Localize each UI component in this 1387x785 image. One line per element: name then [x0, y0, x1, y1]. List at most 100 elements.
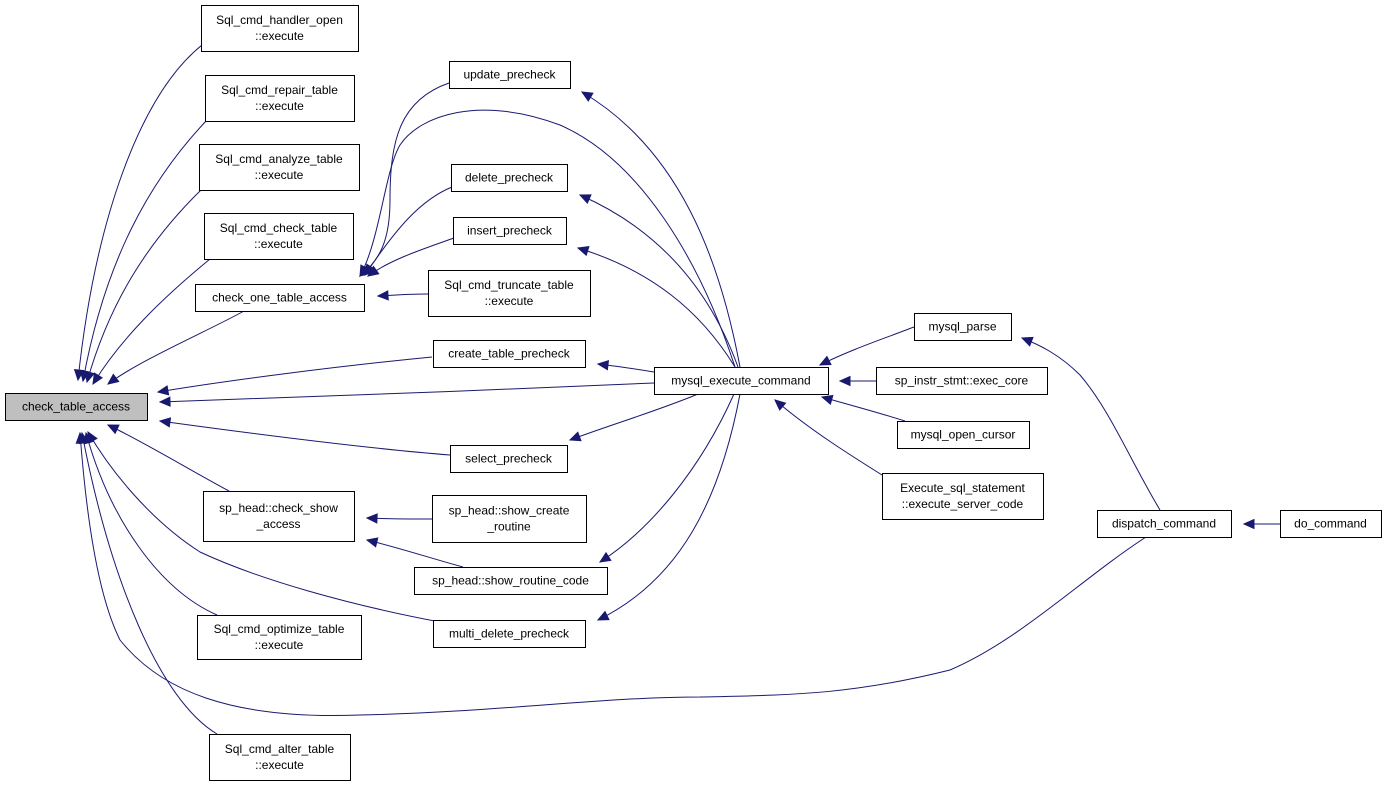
node-show_routine_code[interactable]: sp_head::show_routine_code — [414, 567, 608, 595]
node-box — [203, 491, 355, 542]
node-label: mysql_parse — [928, 320, 996, 334]
edge-show_routine_code-to-check_show_access — [365, 537, 464, 568]
edge-analyze_table-to-check_table_access — [84, 189, 202, 384]
node-select_precheck[interactable]: select_precheck — [450, 445, 568, 473]
node-label: sp_head::show_routine_code — [432, 574, 589, 588]
edge-mysql_execute_command-to-multi_delete_precheck — [596, 393, 741, 621]
edge-line — [79, 432, 1147, 717]
edge-line — [359, 82, 450, 277]
node-label: insert_precheck — [467, 224, 553, 238]
edge-arrowhead — [84, 370, 95, 384]
edge-line — [1021, 337, 1161, 511]
node-handler_open[interactable]: Sql_cmd_handler_open::execute — [201, 5, 359, 52]
edge-line — [86, 189, 202, 383]
node-box — [204, 213, 354, 260]
node-box — [914, 313, 1012, 341]
node-label: Sql_cmd_truncate_table — [444, 278, 574, 292]
node-label: multi_delete_precheck — [449, 627, 570, 641]
node-mysql_parse[interactable]: mysql_parse — [914, 313, 1012, 341]
node-check_show_access[interactable]: sp_head::check_show_access — [203, 491, 355, 542]
node-check_table[interactable]: Sql_cmd_check_table::execute — [204, 213, 354, 260]
edge-line — [107, 310, 245, 385]
edge-mysql_execute_command-to-create_table_precheck — [596, 359, 655, 373]
node-execute_server_code[interactable]: Execute_sql_statement::execute_server_co… — [882, 473, 1044, 520]
node-repair_table[interactable]: Sql_cmd_repair_table::execute — [205, 75, 355, 122]
edge-arrowhead — [107, 373, 120, 385]
edge-arrowhead — [158, 396, 171, 407]
edge-mysql_execute_command-to-show_routine_code — [598, 393, 735, 563]
node-label: Sql_cmd_handler_open — [216, 13, 343, 27]
edge-line — [597, 393, 741, 621]
edge-line — [92, 258, 211, 385]
node-label: ::execute — [255, 638, 304, 652]
edge-mysql_parse-to-mysql_execute_command — [818, 326, 915, 366]
node-label: Sql_cmd_optimize_table — [214, 622, 345, 636]
node-box — [5, 393, 148, 421]
node-label: sp_instr_stmt::exec_core — [895, 374, 1029, 388]
edge-arrowhead — [92, 372, 103, 386]
edge-create_table_precheck-to-check_table_access — [156, 356, 433, 396]
edge-delete_precheck-to-check_one_table_access — [364, 186, 453, 277]
edge-arrowhead — [376, 290, 389, 301]
edge-line — [577, 247, 736, 368]
node-mysql_execute_command[interactable]: mysql_execute_command — [654, 367, 829, 395]
node-dispatch_command[interactable]: dispatch_command — [1097, 510, 1232, 538]
edge-line — [107, 424, 230, 492]
edge-arrowhead — [1020, 336, 1034, 347]
node-label: delete_precheck — [465, 171, 554, 185]
node-update_precheck[interactable]: update_precheck — [449, 61, 571, 89]
edge-line — [579, 194, 739, 368]
node-label: ::execute — [255, 758, 304, 772]
node-mysql_open_cursor[interactable]: mysql_open_cursor — [897, 421, 1030, 449]
edge-line — [77, 44, 203, 381]
node-show_create_routine[interactable]: sp_head::show_create_routine — [432, 495, 587, 543]
node-insert_precheck[interactable]: insert_precheck — [453, 217, 567, 245]
node-create_table_precheck[interactable]: create_table_precheck — [433, 340, 586, 368]
edge-arrowhead — [367, 265, 380, 277]
edge-line — [581, 91, 741, 368]
edge-arrowhead — [596, 610, 610, 621]
node-label: ::execute — [255, 99, 304, 113]
edge-line — [87, 431, 441, 623]
node-label: check_one_table_access — [212, 291, 347, 305]
edge-arrowhead — [106, 424, 120, 435]
node-label: Execute_sql_statement — [900, 481, 1025, 495]
edge-line — [599, 393, 735, 563]
edge-truncate_table-to-check_one_table_access — [376, 290, 429, 301]
node-alter_table[interactable]: Sql_cmd_alter_table::execute — [209, 734, 351, 781]
edge-update_precheck-to-check_one_table_access — [359, 82, 450, 277]
edge-arrowhead — [774, 399, 787, 411]
edge-arrowhead — [838, 375, 851, 387]
edge-alter_table-to-check_table_access — [78, 431, 218, 735]
edge-dispatch_command-to-check_table_access — [75, 431, 1147, 717]
node-box — [450, 445, 568, 473]
node-do_command[interactable]: do_command — [1280, 510, 1382, 538]
node-label: Sql_cmd_check_table — [220, 221, 338, 235]
edge-mysql_open_cursor-to-mysql_execute_command — [820, 394, 906, 422]
node-check_one_table_access[interactable]: check_one_table_access — [195, 284, 365, 312]
node-label: ::execute_server_code — [902, 497, 1024, 511]
node-optimize_table[interactable]: Sql_cmd_optimize_table::execute — [197, 615, 362, 660]
node-truncate_table[interactable]: Sql_cmd_truncate_table::execute — [428, 270, 591, 317]
edge-arrowhead — [568, 431, 582, 442]
node-analyze_table[interactable]: Sql_cmd_analyze_table::execute — [199, 144, 360, 191]
edge-do_command-to-dispatch_command — [1242, 518, 1280, 530]
node-multi_delete_precheck[interactable]: multi_delete_precheck — [433, 620, 586, 648]
node-delete_precheck[interactable]: delete_precheck — [451, 164, 568, 192]
node-box — [876, 367, 1048, 395]
node-box — [201, 5, 359, 52]
edge-mysql_execute_command-to-check_table_access — [158, 382, 655, 407]
node-box — [414, 567, 608, 595]
node-label: sp_head::show_create — [449, 504, 570, 518]
edge-line — [821, 396, 906, 422]
edge-mysql_execute_command-to-update_precheck — [580, 91, 741, 368]
edge-arrowhead — [156, 385, 170, 396]
node-exec_core[interactable]: sp_instr_stmt::exec_core — [876, 367, 1048, 395]
edge-dispatch_command-to-mysql_parse — [1020, 336, 1161, 511]
node-label: Sql_cmd_alter_table — [225, 742, 335, 756]
node-label: _access — [255, 517, 300, 531]
edge-arrowhead — [365, 537, 379, 548]
edge-line — [82, 119, 208, 382]
node-check_table_access[interactable]: check_table_access — [5, 393, 148, 421]
